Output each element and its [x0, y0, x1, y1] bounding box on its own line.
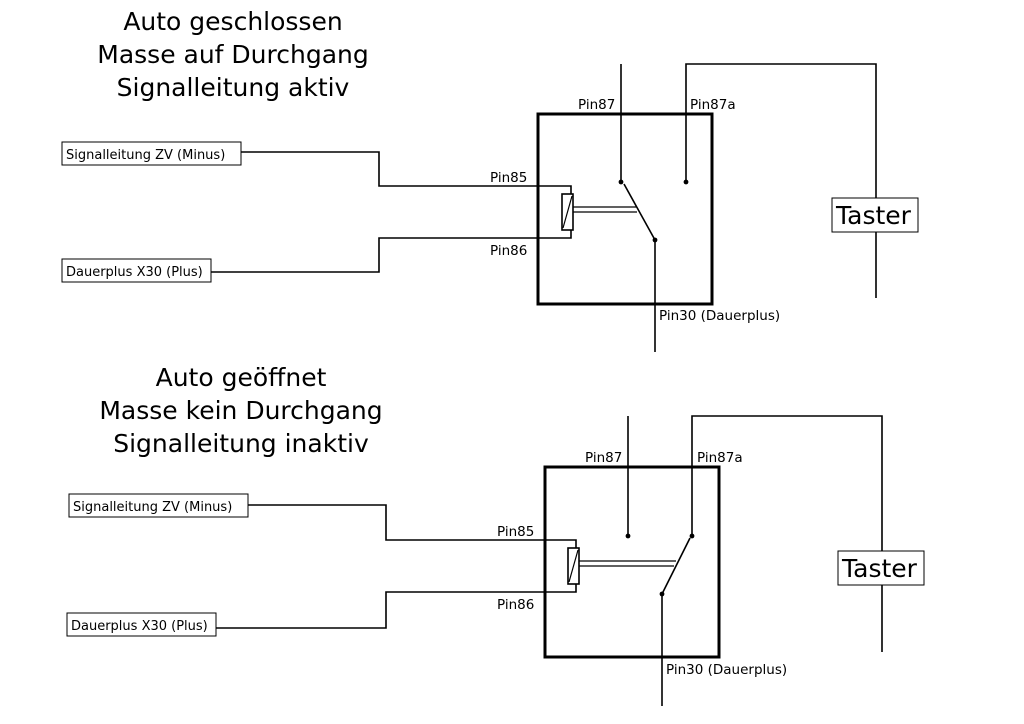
- plus-label-box: [66, 612, 217, 637]
- taster-label: Taster: [835, 201, 912, 230]
- plus-label-box: [61, 258, 212, 283]
- plus-label: Dauerplus X30 (Plus): [71, 619, 208, 634]
- pin87a-label: Pin87a: [690, 97, 736, 113]
- title-line-2: Masse auf Durchgang: [97, 40, 369, 69]
- pin86-label: Pin86: [497, 597, 534, 613]
- pin87a-contact: [689, 533, 695, 539]
- plus-label: Dauerplus X30 (Plus): [66, 265, 203, 280]
- signal-wire: [241, 151, 572, 194]
- pin85-label: Pin85: [490, 170, 527, 186]
- title-line-1: Auto geschlossen: [123, 7, 342, 36]
- pin87-contact: [618, 179, 624, 185]
- title-line-3: Signalleitung inaktiv: [113, 429, 369, 458]
- pin30-label: Pin30 (Dauerplus): [659, 308, 780, 324]
- pin87a-contact: [683, 179, 689, 185]
- taster-box: [831, 197, 919, 233]
- title-line-1: Auto geöffnet: [156, 363, 327, 392]
- pin87a-taster-wire: [691, 415, 883, 652]
- diagram-closed: Auto geschlossen Masse auf Durchgang Sig…: [61, 7, 919, 352]
- switch-arm: [623, 183, 656, 241]
- coil-diagonal: [562, 195, 573, 229]
- title-line-2: Masse kein Durchgang: [99, 396, 382, 425]
- pin87a-taster-wire: [685, 63, 877, 298]
- pin85-label: Pin85: [497, 524, 534, 540]
- signal-label: Signalleitung ZV (Minus): [66, 148, 225, 163]
- signal-wire: [248, 504, 577, 548]
- pin86-label: Pin86: [490, 243, 527, 259]
- pin87-label: Pin87: [585, 450, 622, 466]
- taster-box: [837, 550, 925, 586]
- pin30-label: Pin30 (Dauerplus): [666, 662, 787, 678]
- relay-housing: [536, 112, 714, 306]
- signal-label-box: [61, 141, 242, 166]
- pin87-label: Pin87: [578, 97, 615, 113]
- pin87a-label: Pin87a: [697, 450, 743, 466]
- coil-diagonal: [568, 549, 579, 583]
- title-line-3: Signalleitung aktiv: [117, 73, 350, 102]
- plus-wire: [211, 230, 572, 273]
- plus-wire: [216, 584, 577, 629]
- signal-label: Signalleitung ZV (Minus): [73, 500, 232, 515]
- pin87-contact: [625, 533, 631, 539]
- relay-housing: [543, 465, 721, 659]
- diagram-open: Auto geöffnet Masse kein Durchgang Signa…: [66, 363, 925, 706]
- taster-label: Taster: [841, 554, 918, 583]
- switch-arm: [661, 537, 691, 595]
